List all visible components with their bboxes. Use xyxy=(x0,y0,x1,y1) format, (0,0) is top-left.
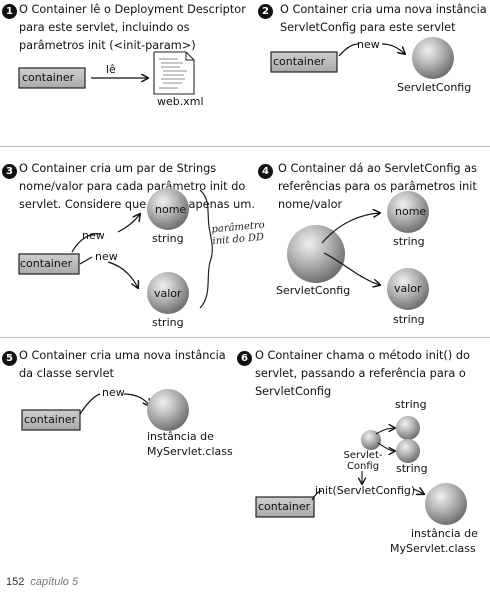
string-label-4a: string xyxy=(393,235,425,248)
step-3-line-3: servlet. Considere que temos apenas um. xyxy=(19,198,255,211)
container-label-2: container xyxy=(273,55,326,68)
step-2-line-1: O Container cria uma nova instância xyxy=(280,3,487,16)
valor-label-3: valor xyxy=(154,287,182,300)
string-ball-6a xyxy=(396,416,420,440)
init-call-label: init(ServletConfig) xyxy=(315,484,416,497)
step-5-line-2: da classe servlet xyxy=(19,367,114,380)
step-2-text: O Container cria uma nova instância Serv… xyxy=(280,1,487,37)
instancia-label-5b: MyServlet.class xyxy=(147,445,233,458)
step-2-line-2: ServletConfig para este servlet xyxy=(280,21,456,34)
nome-label-3: nome xyxy=(155,203,187,216)
container-box-3 xyxy=(18,253,80,275)
string-label-3a: string xyxy=(152,232,184,245)
valor-label-4: valor xyxy=(394,282,422,295)
le-label: lê xyxy=(106,63,116,76)
step-5-line-1: O Container cria uma nova instância xyxy=(19,349,226,362)
step-3-line-1: O Container cria um par de Strings xyxy=(19,162,217,175)
servlet-config-label-6: Servlet- Config xyxy=(340,450,386,472)
document-icon xyxy=(153,51,195,95)
param-note: parâmetro init do DD xyxy=(211,220,266,249)
step-6-line-2: servlet, passando a referência para o xyxy=(255,367,466,380)
step-1-line-2: para este servlet, incluindo os xyxy=(19,21,190,34)
chapter-label: capítulo 5 xyxy=(30,576,79,588)
step-1-line-1: O Container lê o Deployment Descriptor xyxy=(19,3,246,16)
instancia-label-6b: MyServlet.class xyxy=(390,542,476,555)
nome-label-4: nome xyxy=(395,205,427,218)
step-5-text: O Container cria uma nova instância da c… xyxy=(19,347,226,383)
servlet-config-label-6a: Servlet- xyxy=(343,450,383,461)
step-6-badge: 6 xyxy=(237,351,252,366)
step-4-badge: 4 xyxy=(258,164,273,179)
step-1-line-3: parâmetros init (<init-param>) xyxy=(19,39,196,52)
step-6-line-3: ServletConfig xyxy=(255,385,332,398)
step-2-badge: 2 xyxy=(258,4,273,19)
step-5-badge: 5 xyxy=(2,351,17,366)
string-label-6a: string xyxy=(395,398,427,411)
string-label-3b: string xyxy=(152,316,184,329)
step-4-line-1: O Container dá ao ServletConfig as xyxy=(278,162,478,175)
instancia-label-6a: instância de xyxy=(411,527,478,540)
servlet-instance-ball-5 xyxy=(147,389,189,431)
step-3-line-2: nome/valor para cada parâmetro init do xyxy=(19,180,246,193)
brace xyxy=(199,189,213,309)
page-footer: 152 capítulo 5 xyxy=(6,576,78,588)
container-box-5 xyxy=(21,409,81,431)
container-label-5: container xyxy=(24,413,77,426)
step-4-line-2: referências para os parâmetros init xyxy=(278,180,477,193)
step-3-text: O Container cria um par de Strings nome/… xyxy=(19,160,255,214)
container-box-6 xyxy=(255,496,315,518)
servletconfig-label-4: ServletConfig xyxy=(276,284,351,297)
step-3-badge: 3 xyxy=(2,164,17,179)
string-ball-6b xyxy=(396,439,420,463)
servlet-instance-ball-6 xyxy=(425,483,467,525)
container-box-2 xyxy=(270,51,338,73)
servlet-config-label-6b: Config xyxy=(346,461,380,472)
arrow-new-2 xyxy=(338,43,359,57)
servletconfig-ball-4 xyxy=(287,225,345,283)
container-label-3: container xyxy=(20,257,73,270)
step-1-text: O Container lê o Deployment Descriptor p… xyxy=(19,1,246,55)
step-6-text: O Container chama o método init() do ser… xyxy=(255,347,470,401)
valor-ball-4 xyxy=(387,268,429,310)
step-4-text: O Container dá ao ServletConfig as refer… xyxy=(278,160,477,214)
divider-2 xyxy=(0,337,490,338)
step-6-line-1: O Container chama o método init() do xyxy=(255,349,470,362)
servletconfig-ball-2 xyxy=(412,37,454,79)
new-label-5: new xyxy=(102,386,125,399)
new-label-3b: new xyxy=(95,250,118,263)
string-label-4b: string xyxy=(393,313,425,326)
container-label-1: container xyxy=(22,71,75,84)
step-4-line-3: nome/valor xyxy=(278,198,343,211)
webxml-label: web.xml xyxy=(157,95,204,108)
container-box-1 xyxy=(18,67,86,89)
nome-ball-4 xyxy=(387,191,429,233)
container-label-6: container xyxy=(258,500,311,513)
instancia-label-5a: instância de xyxy=(147,430,214,443)
step-1-badge: 1 xyxy=(2,4,17,19)
new-label-3a: new xyxy=(82,229,105,242)
new-label-2: new xyxy=(357,38,380,51)
servletconfig-label-2: ServletConfig xyxy=(397,81,472,94)
servletconfig-ball-6 xyxy=(361,430,381,450)
nome-ball-3 xyxy=(147,188,189,230)
divider-1 xyxy=(0,146,490,147)
string-label-6b: string xyxy=(396,462,428,475)
valor-ball-3 xyxy=(147,272,189,314)
page-number: 152 xyxy=(6,576,25,588)
